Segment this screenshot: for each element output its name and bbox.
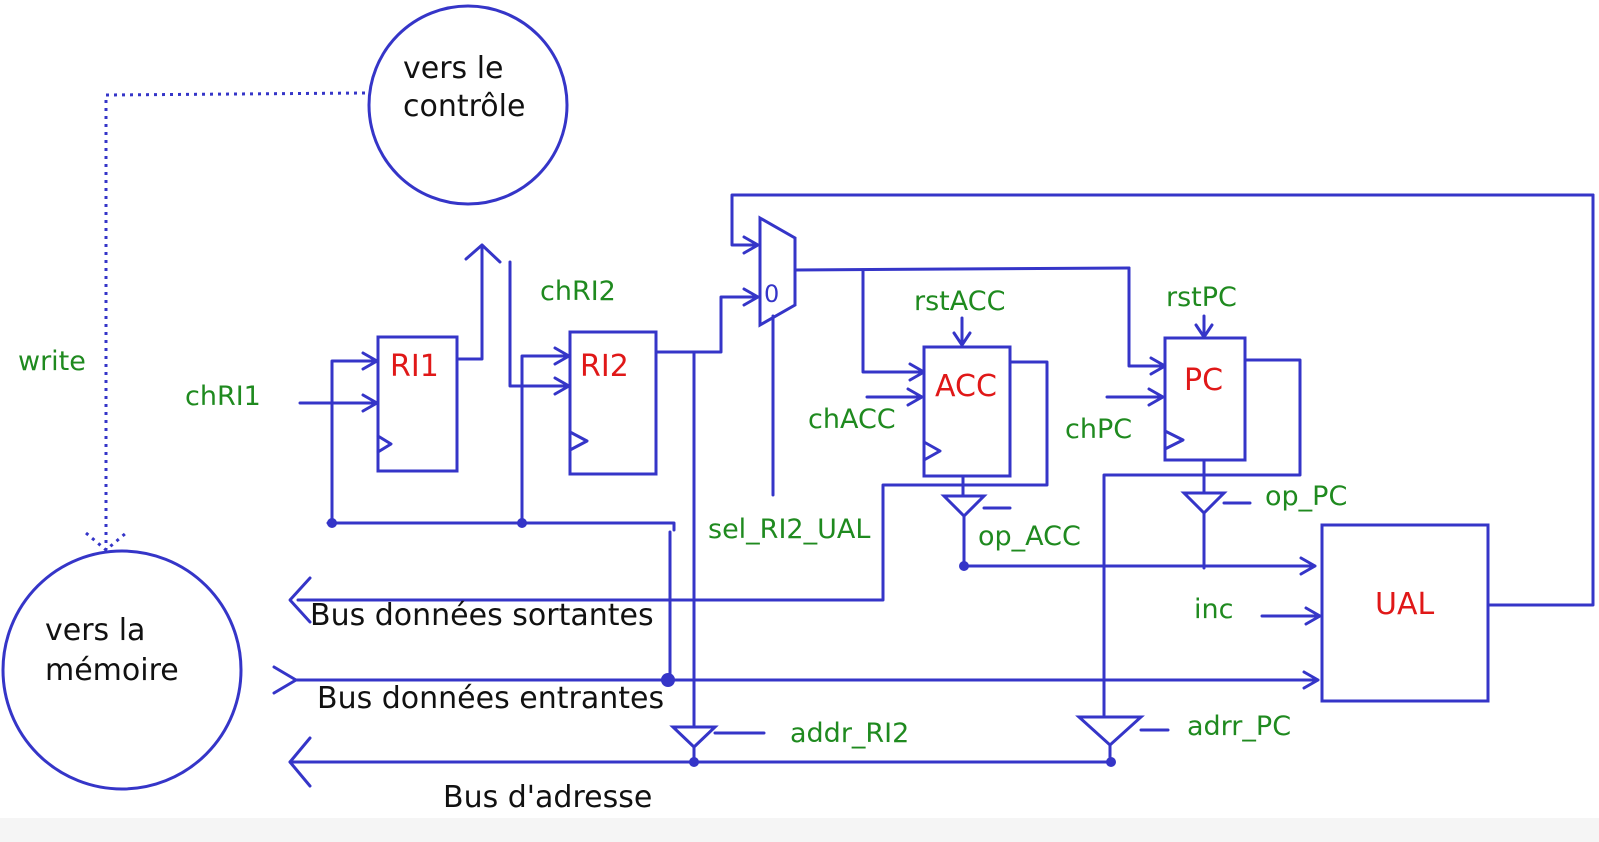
- rstACC-signal-label: rstACC: [914, 286, 1005, 317]
- bus-address-label: Bus d'adresse: [443, 780, 652, 815]
- rstPC-signal-label: rstPC: [1166, 282, 1237, 313]
- bus-outgoing-data: [288, 576, 312, 624]
- chRI1-signal-label: chRI1: [185, 381, 261, 412]
- control-label-line2: contrôle: [403, 89, 525, 124]
- write-link: [85, 91, 366, 552]
- adrr-pc-tristate: [1075, 715, 1170, 764]
- chACC-signal-label: chACC: [808, 404, 896, 435]
- addr-ri2-signal-label: addr_RI2: [790, 718, 909, 749]
- memory-label-line1: vers la: [45, 613, 145, 648]
- memory-label-line2: mémoire: [45, 653, 179, 688]
- bus-incoming-data: [272, 665, 1320, 695]
- write-signal-label: write: [18, 346, 86, 377]
- datapath-diagram: vers le contrôle vers la mémoire write R…: [1, 4, 1595, 815]
- op-pc-signal-label: op_PC: [1265, 481, 1347, 512]
- mux-zero-label: 0: [764, 280, 779, 308]
- control-label-line1: vers le: [403, 51, 504, 86]
- control-node: vers le contrôle: [367, 4, 569, 206]
- chRI2-signal-label: chRI2: [540, 276, 616, 307]
- ri2-register: RI2: [568, 330, 658, 476]
- ual-label: UAL: [1375, 587, 1434, 622]
- bus-outgoing-label: Bus données sortantes: [310, 598, 654, 633]
- bus-incoming-label: Bus données entrantes: [317, 681, 664, 716]
- pc-register: PC: [1163, 336, 1247, 462]
- addr-ri2-tristate: [669, 725, 766, 764]
- inc-signal-label: inc: [1194, 594, 1233, 625]
- pc-label: PC: [1184, 363, 1223, 398]
- ri1-register: RI1: [376, 335, 459, 473]
- memory-node: vers la mémoire: [1, 549, 243, 791]
- adrr-pc-signal-label: adrr_PC: [1187, 711, 1291, 742]
- acc-register: ACC: [922, 345, 1012, 478]
- bus-address: [288, 736, 1116, 788]
- ual-unit: UAL: [1320, 523, 1490, 703]
- ri2-label: RI2: [580, 349, 629, 384]
- mux-ri2-ual: 0: [758, 215, 797, 328]
- ri1-label: RI1: [390, 349, 439, 384]
- acc-label: ACC: [935, 369, 997, 404]
- footer-strip: [0, 818, 1599, 842]
- op-pc-tristate: [1180, 491, 1252, 570]
- chPC-signal-label: chPC: [1065, 414, 1132, 445]
- op-acc-signal-label: op_ACC: [978, 521, 1081, 552]
- sel-ri2-ual-signal-label: sel_RI2_UAL: [708, 514, 870, 545]
